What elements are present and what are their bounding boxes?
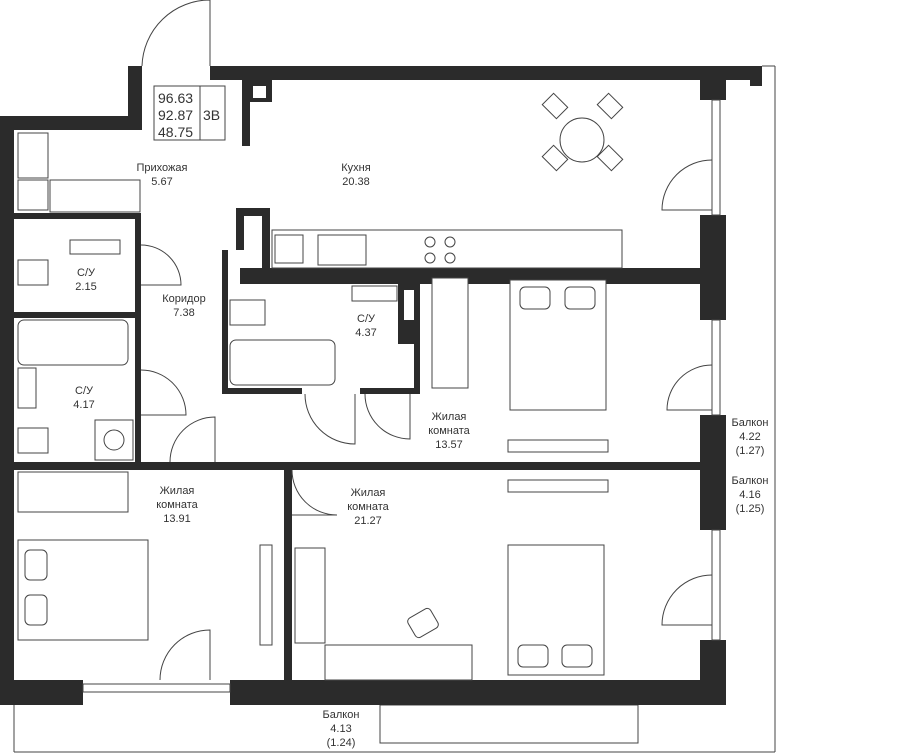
bathtub-icon xyxy=(17,319,129,366)
bath1-label: С/У xyxy=(77,267,96,279)
bedroom1-label: Жилая xyxy=(432,411,467,423)
walls xyxy=(0,66,762,705)
doors xyxy=(140,0,713,681)
hall-area: 5.67 xyxy=(151,176,172,188)
kitchen-label: Кухня xyxy=(341,162,370,174)
desk-icon xyxy=(324,644,473,681)
windows xyxy=(82,99,721,693)
furniture xyxy=(17,92,624,681)
balcony1-area: 4.22 xyxy=(739,431,760,443)
rooms-code: 3B xyxy=(203,107,220,123)
bedroom1-area: 13.57 xyxy=(435,439,463,451)
balcony3-coef: (1.24) xyxy=(327,737,356,749)
wardrobe-icon-3 xyxy=(294,547,326,644)
balcony3-label: Балкон xyxy=(323,709,360,721)
bedroom3-label: Жилая xyxy=(351,487,386,499)
area-info-box: 96.63 92.87 48.75 3B xyxy=(153,85,226,141)
bath3-area: 4.17 xyxy=(73,399,94,411)
bedroom2-area: 13.91 xyxy=(163,513,191,525)
bath2-label: С/У xyxy=(357,313,376,325)
bedroom1-label-2: комната xyxy=(428,425,470,437)
bedroom2-label-2: комната xyxy=(156,499,198,511)
balcony1-coef: (1.27) xyxy=(736,445,765,457)
balcony1-label: Балкон xyxy=(732,417,769,429)
other-area: 48.75 xyxy=(158,124,193,140)
bath3-label: С/У xyxy=(75,385,94,397)
corridor-label: Коридор xyxy=(162,293,205,305)
sink-icon xyxy=(317,234,367,266)
balcony2-area: 4.16 xyxy=(739,489,760,501)
wardrobe-icon xyxy=(431,277,469,389)
bathtub-icon-2 xyxy=(229,339,336,386)
corridor-area: 7.38 xyxy=(173,307,194,319)
balcony3-area: 4.13 xyxy=(330,723,351,735)
balcony2-coef: (1.25) xyxy=(736,503,765,515)
bedroom2-label: Жилая xyxy=(160,485,195,497)
living-area: 92.87 xyxy=(158,107,193,123)
room-labels: Прихожая 5.67 Кухня 20.38 С/У 2.15 Корид… xyxy=(73,162,768,749)
balcony2-label: Балкон xyxy=(732,475,769,487)
balcony-outline xyxy=(13,65,776,753)
fridge-icon xyxy=(274,234,304,264)
dining-table-icon xyxy=(559,117,605,163)
hall-label: Прихожая xyxy=(137,162,188,174)
bedroom3-area: 21.27 xyxy=(354,515,382,527)
total-area: 96.63 xyxy=(158,90,193,106)
bath1-area: 2.15 xyxy=(75,281,96,293)
kitchen-area: 20.38 xyxy=(342,176,370,188)
bath2-area: 4.37 xyxy=(355,327,376,339)
wardrobe-icon-2 xyxy=(17,471,129,513)
bedroom3-label-2: комната xyxy=(347,501,389,513)
